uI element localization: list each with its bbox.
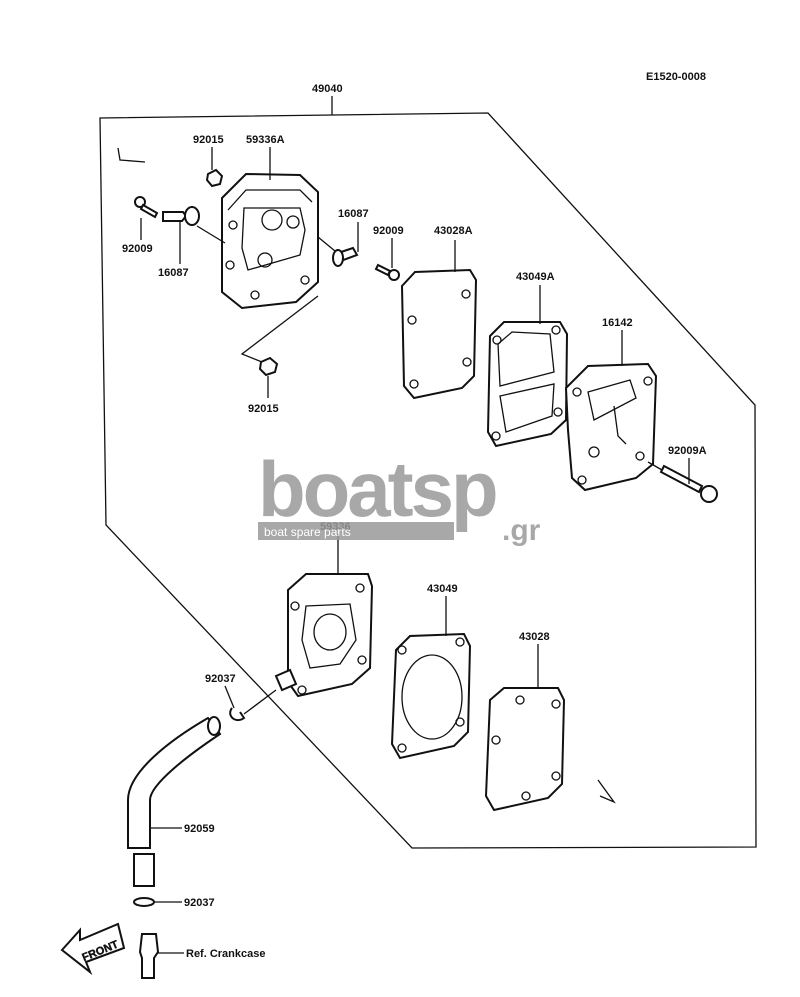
- label-92037-bottom: 92037: [184, 897, 215, 909]
- gasket-43049A: [486, 321, 569, 448]
- label-92059: 92059: [184, 823, 215, 835]
- label-59336A: 59336A: [246, 134, 285, 146]
- clamp-92037-lower: [133, 897, 155, 907]
- label-43049: 43049: [427, 583, 458, 595]
- label-92009-left: 92009: [122, 243, 153, 255]
- label-92009-right: 92009: [373, 225, 404, 237]
- label-43028A: 43028A: [434, 225, 473, 237]
- direction-mark-top: [117, 147, 146, 163]
- label-43028: 43028: [519, 631, 550, 643]
- leader-fitting-left: [196, 225, 226, 244]
- fitting-16087-left: [162, 206, 200, 226]
- leader-bolt: [647, 461, 663, 471]
- watermark-tagline: boat spare parts: [264, 525, 351, 539]
- clamp-92037-upper: [229, 707, 246, 722]
- gasket-43049: [390, 632, 472, 760]
- nut-92015-top: [205, 168, 224, 188]
- screw-92009-left: [134, 196, 159, 219]
- hose-92059: [127, 716, 222, 849]
- label-92015-top: 92015: [193, 134, 224, 146]
- gasket-43028: [484, 687, 566, 812]
- label-16087-right: 16087: [338, 208, 369, 220]
- label-ref-crankcase: Ref. Crankcase: [186, 948, 266, 960]
- lower-pump-body: [274, 573, 374, 698]
- watermark-logo: boatsp .gr boat spare parts: [258, 445, 541, 547]
- hose-segment: [133, 853, 155, 887]
- assembly-outline: [99, 112, 757, 849]
- upper-pump-cover: [221, 172, 319, 310]
- watermark-brand: boatsp: [258, 445, 496, 533]
- label-43049A: 43049A: [516, 271, 555, 283]
- nut-92015-bottom: [258, 356, 279, 377]
- label-49040: 49040: [312, 83, 343, 95]
- leader-nut-bottom: [240, 295, 319, 363]
- label-92037-top: 92037: [205, 673, 236, 685]
- front-arrow-icon: [60, 922, 126, 976]
- screw-92009-right: [374, 263, 400, 281]
- watermark-suffix: .gr: [502, 514, 541, 547]
- diaphragm-plate-16142: [564, 362, 658, 492]
- crankcase-fitting: [138, 933, 160, 979]
- label-16142: 16142: [602, 317, 633, 329]
- leader-clamp-upper: [243, 689, 277, 715]
- label-92009A: 92009A: [668, 445, 707, 457]
- direction-mark-bottom: [597, 779, 616, 804]
- label-16087-left: 16087: [158, 267, 189, 279]
- gasket-43028A: [400, 268, 478, 400]
- callout-leaders: [140, 147, 690, 954]
- label-92015-bottom: 92015: [248, 403, 279, 415]
- fitting-16087-right: [317, 236, 359, 267]
- diagram-code-label: E1520-0008: [646, 71, 706, 83]
